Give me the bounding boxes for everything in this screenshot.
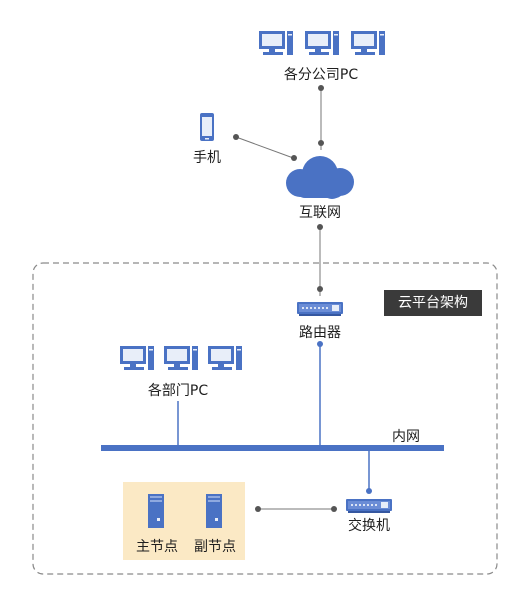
switch-label: 交换机 xyxy=(348,518,390,534)
mobile-phone-icon xyxy=(200,113,214,141)
dept-pcs-label: 各部门PC xyxy=(147,383,209,399)
branch-pcs-label: 各分公司PC xyxy=(283,67,359,83)
desktop-computer-icon xyxy=(164,346,198,370)
sub-node-label: 副节点 xyxy=(194,539,236,555)
connector-dot xyxy=(331,506,337,512)
connector-dot xyxy=(318,85,324,91)
phone-to-internet-line xyxy=(235,136,297,160)
connector-dot xyxy=(317,341,323,347)
server-icon xyxy=(206,494,222,528)
router-icon xyxy=(297,302,343,316)
connector-dot xyxy=(318,140,324,146)
connector-dot xyxy=(233,134,239,140)
desktop-computer-icon xyxy=(208,346,242,370)
desktop-computer-icon xyxy=(351,31,385,55)
connector-dot xyxy=(317,224,323,230)
cloud-icon xyxy=(286,156,354,199)
cloud-platform-boundary xyxy=(32,262,498,575)
cloud-platform-badge: 云平台架构 xyxy=(384,290,482,316)
connector-dot xyxy=(255,506,261,512)
phone-label: 手机 xyxy=(193,150,221,166)
router-label: 路由器 xyxy=(299,325,341,341)
main-node-label: 主节点 xyxy=(136,539,178,555)
server-icon xyxy=(148,494,164,528)
desktop-computer-icon xyxy=(259,31,293,55)
server-nodes-panel xyxy=(123,482,245,560)
desktop-computer-icon xyxy=(305,31,339,55)
desktop-computer-icon xyxy=(120,346,154,370)
connector-dot xyxy=(317,286,323,292)
connector-dot xyxy=(291,155,297,161)
intranet-label: 内网 xyxy=(392,429,420,445)
connector-dot xyxy=(366,488,372,494)
switch-icon xyxy=(346,499,392,513)
internet-label: 互联网 xyxy=(299,205,341,221)
